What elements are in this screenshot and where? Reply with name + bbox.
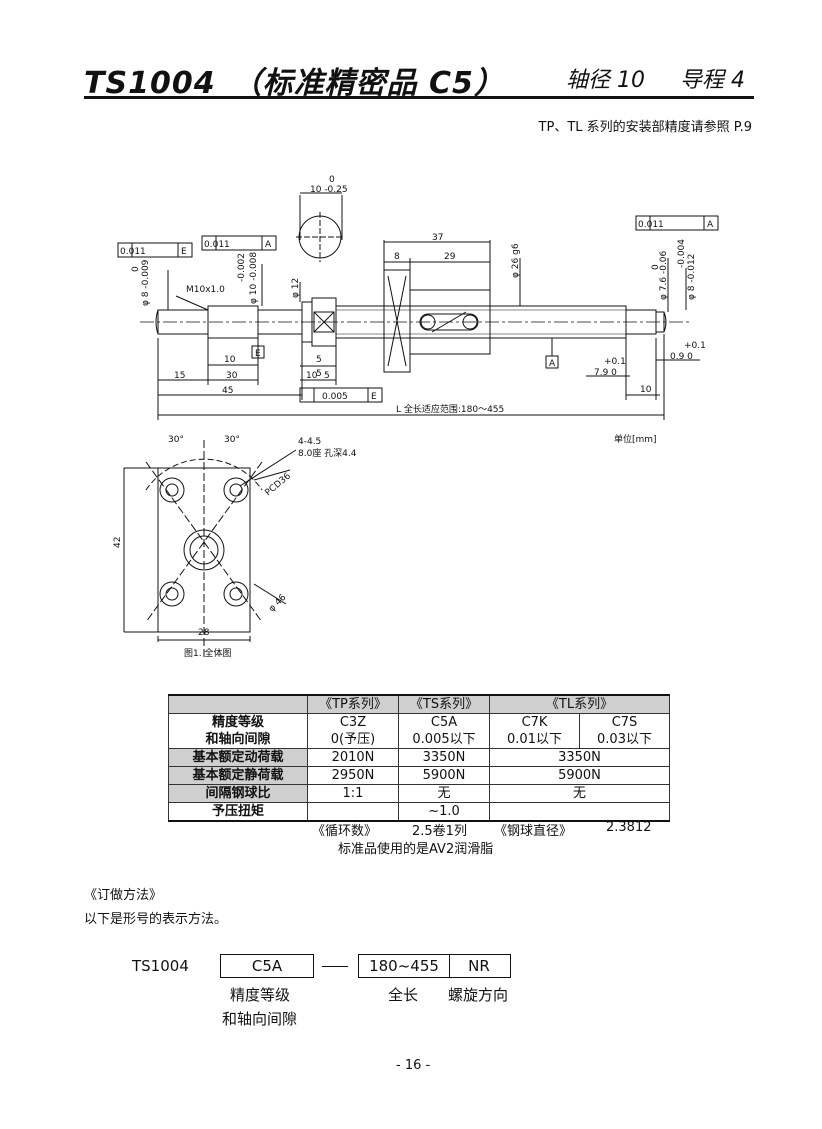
d8-label: φ 8 -0.009 — [141, 259, 151, 306]
ball-dia-label: 《钢球直径》 — [494, 824, 573, 839]
spec-table: 《TP系列》 《TS系列》 《TL系列》 精度等级 C3Z C5A C7K C7… — [168, 694, 670, 822]
dim-5b: 5 — [316, 369, 322, 379]
label-axial-gap: 和轴向间隙 — [222, 1010, 298, 1028]
table-row: 和轴向间隙 0(予压) 0.005以下 0.01以下 0.03以下 — [168, 731, 670, 749]
label-length: 全长 — [388, 986, 419, 1004]
dim-10b: 10 — [306, 371, 318, 381]
code-direction: NR — [448, 954, 511, 978]
header-tp: 《TP系列》 — [307, 694, 399, 714]
dim-09: 0.9 0 — [670, 352, 693, 362]
d76-top: 0 — [651, 264, 661, 270]
dim-10a: 10 — [224, 355, 236, 365]
d8-top: 0 — [131, 266, 141, 272]
d8r-top: -0.004 — [677, 239, 687, 268]
circuit-label: 《循环数》 — [312, 824, 378, 839]
height-42: 42 — [113, 537, 123, 548]
code-length: 180~455 — [358, 954, 450, 978]
page-title: TS1004 （标准精密品 C5） — [84, 66, 505, 101]
reference-note: TP、TL 系列的安装部精度请参照 P.9 — [538, 120, 752, 135]
label-precision: 精度等级 — [230, 986, 291, 1004]
unit-label: 单位[mm] — [614, 433, 657, 445]
d10-top: -0.002 — [237, 253, 247, 282]
d8r-label: φ 8 -0.012 — [687, 254, 697, 300]
label-direction: 螺旋方向 — [448, 986, 509, 1004]
length-note: L 全长适应范围:180～455 — [396, 403, 504, 415]
figure-caption: 图1. 全体图 — [184, 647, 231, 659]
table-row: 精度等级 C3Z C5A C7K C7S — [168, 713, 670, 731]
width-28: 28 — [198, 628, 210, 638]
tol-label: 0.011 — [120, 247, 146, 257]
dim-5a: 5 — [316, 355, 322, 365]
header-ts: 《TS系列》 — [398, 694, 490, 714]
order-title: 《订做方法》 — [84, 888, 163, 903]
dim-15: 15 — [174, 371, 185, 381]
datum-label: E — [255, 349, 261, 359]
dim-79: 7.9 0 — [594, 368, 617, 378]
code-dash — [322, 966, 348, 967]
tol-label: 0.005 — [322, 392, 348, 402]
dim-8: 8 — [394, 252, 400, 262]
page-number: - 16 - — [396, 1058, 431, 1073]
thread-label: M10x1.0 — [186, 285, 225, 295]
dim-09-top: +0.1 — [684, 341, 706, 351]
d10-label: φ 10 -0.008 — [249, 252, 259, 304]
tol-label: 0.011 — [204, 240, 230, 250]
header-rule — [84, 96, 754, 99]
code-precision: C5A — [220, 954, 314, 978]
datum-label: A — [549, 359, 556, 369]
dim-45: 45 — [222, 386, 233, 396]
table-row: 基本额定动荷载 2010N 3350N 3350N — [168, 748, 670, 767]
holes-spec: 4-4.5 — [298, 437, 321, 447]
holes-spec: 8.0座 孔深4.4 — [298, 447, 357, 459]
header-tl: 《TL系列》 — [489, 694, 670, 714]
table-row: 予压扭矩 ~1.0 — [168, 802, 670, 822]
ball-dia-value: 2.3812 — [606, 820, 652, 835]
datum-label: A — [265, 240, 272, 250]
dim-10c: 10 — [640, 385, 652, 395]
dim-29: 29 — [444, 252, 456, 262]
d26-label: φ 26 g6 — [511, 243, 521, 278]
lead: 导程 4 — [680, 68, 745, 93]
angle-2: 30° — [224, 435, 240, 445]
technical-drawing: 0.011 E 0.011 A 0.011 A 0.005 E E A M10x… — [113, 175, 719, 660]
pcd-label: PCD36 — [264, 471, 294, 498]
tol-label: 0.011 — [638, 220, 664, 230]
datum-label: E — [371, 392, 377, 402]
table-row: 间隔钢球比 1:1 无 无 — [168, 784, 670, 803]
circle-top: 0 — [329, 175, 335, 185]
datum-label: A — [707, 220, 714, 230]
dim-79-top: +0.1 — [604, 357, 626, 367]
d76-label: φ 7.6 -0.06 — [659, 250, 669, 300]
model-number: TS1004 — [132, 957, 189, 975]
circle-dim: 10 -0.25 — [310, 185, 348, 195]
d12-label: φ 12 — [291, 278, 301, 298]
grease-note: 标准品使用的是AV2润滑脂 — [338, 842, 494, 857]
table-row: 基本额定静荷载 2950N 5900N 5900N — [168, 766, 670, 785]
dim-5c: 5 — [324, 371, 330, 381]
order-description: 以下是形号的表示方法。 — [84, 912, 228, 927]
circuit-value: 2.5卷1列 — [412, 824, 467, 839]
angle-1: 30° — [168, 435, 184, 445]
shaft-diameter: 轴径 10 — [566, 68, 645, 93]
dim-30: 30 — [226, 371, 238, 381]
datum-label: E — [181, 247, 187, 257]
dim-37: 37 — [432, 233, 443, 243]
